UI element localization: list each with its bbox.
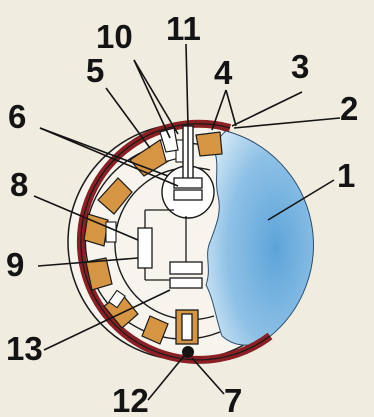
label-3: 3 [291,48,309,85]
label-10: 10 [96,18,133,55]
label-2: 2 [340,90,358,127]
label-5: 5 [86,52,104,89]
label-12: 12 [112,382,149,417]
vertical-shaft-11 [183,126,193,180]
label-8: 8 [10,166,28,203]
label-9: 9 [6,246,24,283]
label-6: 6 [8,98,26,135]
label-11: 11 [166,10,201,47]
transparent-cover-1 [206,131,313,345]
label-7: 7 [224,382,242,417]
label-13: 13 [6,330,43,367]
label-4: 4 [214,54,233,91]
label-1: 1 [337,157,355,194]
bottom-post [176,310,198,344]
